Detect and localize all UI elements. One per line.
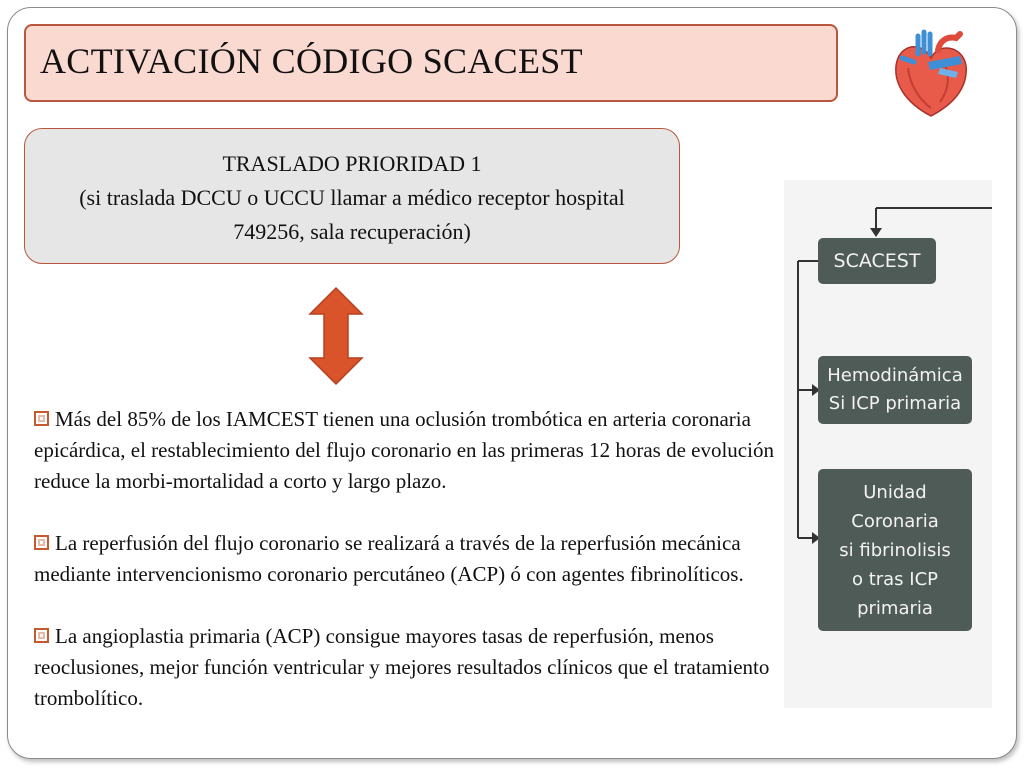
checkbox-bullet-icon [34, 535, 49, 550]
checkbox-bullet-icon [34, 411, 49, 426]
body-text: Más del 85% de los IAMCEST tienen una oc… [34, 404, 784, 745]
heart-icon [895, 29, 967, 117]
double-arrow-icon [308, 286, 364, 386]
paragraph-1: Más del 85% de los IAMCEST tienen una oc… [34, 407, 774, 493]
title-box: ACTIVACIÓN CÓDIGO SCACEST [24, 24, 838, 102]
transfer-priority-box: TRASLADO PRIORIDAD 1 (si traslada DCCU o… [24, 128, 680, 264]
transfer-instruction-line2: 749256, sala recuperación) [233, 219, 471, 244]
page-title: ACTIVACIÓN CÓDIGO SCACEST [40, 41, 583, 81]
transfer-instruction-line1: (si traslada DCCU o UCCU llamar a médico… [79, 185, 625, 210]
transfer-heading: TRASLADO PRIORIDAD 1 [222, 151, 482, 176]
paragraph-3: La angioplastia primaria (ACP) consigue … [34, 624, 770, 710]
flowchart-connectors [797, 207, 992, 544]
flow-box-unidad-coronaria: Unidad Coronaria si fibrinolisis o tras … [818, 469, 972, 631]
checkbox-bullet-icon [34, 628, 49, 643]
paragraph-2: La reperfusión del flujo coronario se re… [34, 531, 744, 586]
flow-box-scacest: SCACEST [818, 238, 936, 284]
